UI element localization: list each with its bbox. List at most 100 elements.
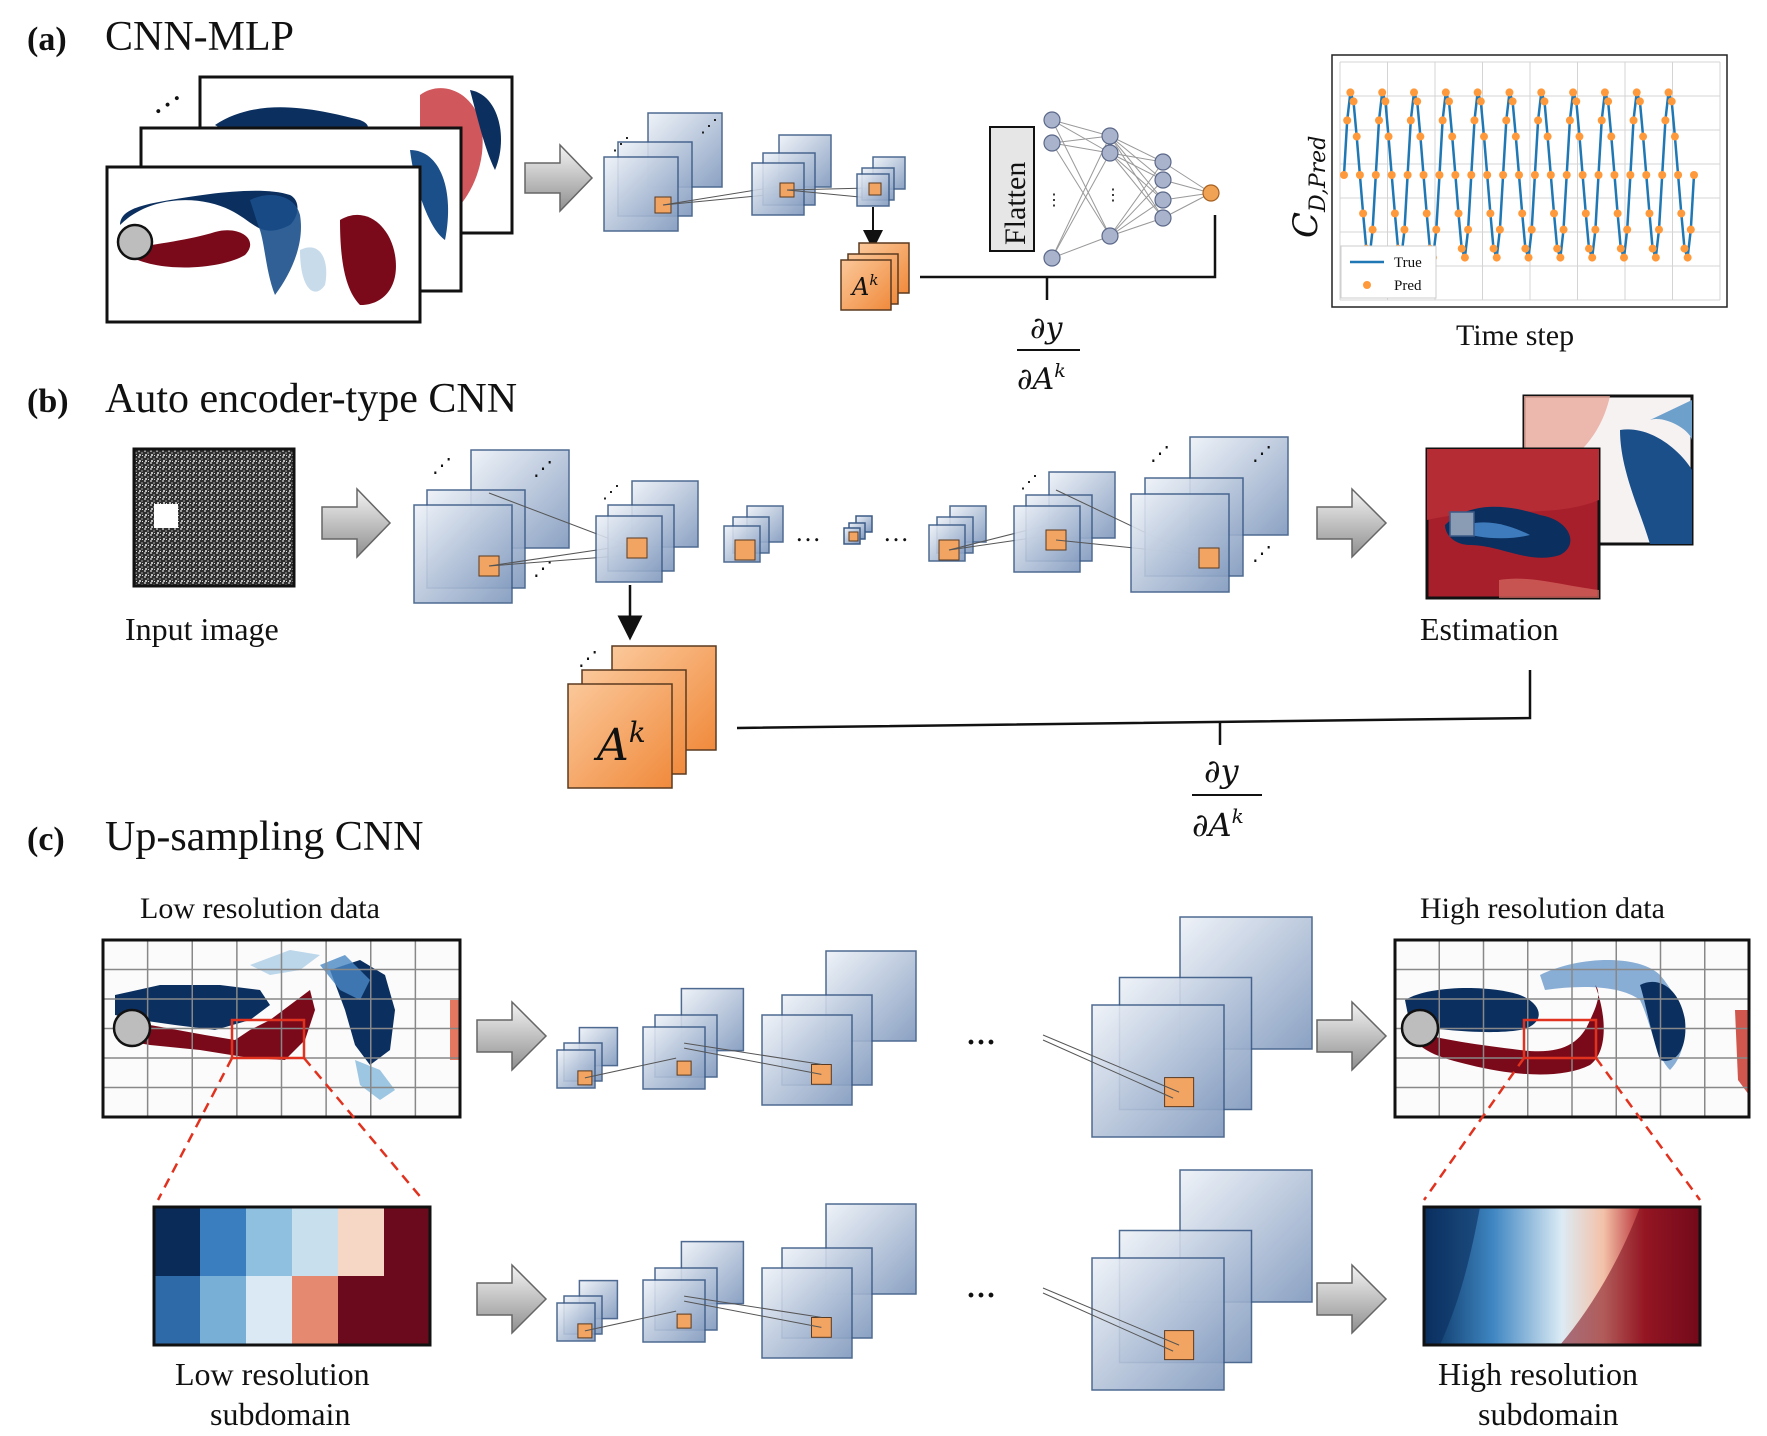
pred-point [1384, 132, 1393, 141]
pred-point [1553, 244, 1562, 253]
pred-point [1371, 171, 1380, 179]
pred-point [1594, 171, 1603, 179]
panel-c-tag: (c) [27, 821, 65, 858]
pred-point [1375, 116, 1383, 125]
pred-point [1483, 171, 1492, 179]
pred-point [1534, 116, 1543, 125]
mlp-network [1051, 119, 1212, 259]
pred-point [1355, 171, 1364, 179]
pred-point [1572, 97, 1581, 106]
pred-point [1623, 225, 1632, 234]
pred-point [1521, 244, 1530, 253]
pred-point [1400, 225, 1409, 234]
flow-arrow-c4 [1316, 1263, 1388, 1335]
pred-point [1677, 209, 1686, 218]
high-res-field [1393, 938, 1751, 1119]
pred-point [1613, 209, 1622, 218]
receptive-patch [676, 1060, 692, 1076]
pred-point [1686, 225, 1695, 234]
pred-point [1340, 171, 1348, 179]
pred-point [1674, 171, 1683, 179]
gradient-fraction-a: ∂y ∂Ak [1017, 311, 1080, 397]
svg-text:···: ··· [143, 80, 192, 130]
flow-snapshot-front [105, 165, 422, 324]
pred-point [1413, 97, 1422, 106]
feature-map [642, 1279, 706, 1343]
pred-point [1460, 253, 1469, 262]
pred-point [1422, 209, 1431, 218]
pred-point [1524, 253, 1533, 262]
svg-text:⋰: ⋰ [602, 482, 620, 502]
gradient-bracket-b [736, 670, 1532, 730]
pred-point [1343, 116, 1352, 125]
estimation-label: Estimation [1420, 611, 1559, 647]
pred-point [1349, 97, 1358, 106]
pred-point [1620, 253, 1628, 262]
pred-point [1441, 88, 1450, 97]
pred-point [1489, 244, 1498, 253]
low-res-data-label: Low resolution data [140, 892, 380, 925]
pred-point [1632, 88, 1641, 97]
pred-point [1359, 209, 1368, 218]
pred-point [1670, 132, 1679, 141]
pred-point [1451, 171, 1460, 179]
feature-map [761, 1014, 853, 1106]
gradient-fraction-b: ∂y ∂Ak [1192, 752, 1262, 844]
pred-point [1419, 171, 1428, 179]
pred-point [1639, 132, 1648, 141]
subdomain-cell [338, 1207, 384, 1276]
pred-point [1664, 88, 1673, 97]
high-res-subdomain-label-1: High resolution [1438, 1356, 1638, 1392]
pred-point [1591, 225, 1600, 234]
input-image-label: Input image [125, 611, 279, 647]
pred-point [1629, 116, 1638, 125]
pred-point [1518, 209, 1527, 218]
chart-legend: True Pred [1340, 245, 1437, 299]
gradient-bracket-a [920, 215, 1217, 279]
pred-point [1626, 171, 1635, 179]
upsampling-layers-row-2 [556, 1169, 1313, 1391]
pred-point [1559, 225, 1568, 234]
svg-text:Ak: Ak [593, 716, 646, 771]
upsampling-layers-row-1 [556, 916, 1313, 1138]
pred-point [1540, 97, 1549, 106]
low-res-subdomain [152, 1205, 432, 1347]
flow-arrow-b2 [1316, 487, 1388, 559]
feature-map [1091, 1004, 1225, 1138]
svg-text:∂y: ∂y [1204, 752, 1240, 790]
pred-point [1432, 225, 1441, 234]
estimation-output [1425, 394, 1694, 600]
pred-point [1565, 116, 1574, 125]
pred-point [1616, 244, 1625, 253]
feature-map [556, 1049, 596, 1089]
pred-point [1470, 116, 1479, 125]
pred-point [1597, 116, 1606, 125]
pred-point [1610, 171, 1619, 179]
pred-point [1588, 253, 1597, 262]
svg-text:⋰: ⋰ [533, 458, 553, 480]
pred-point [1480, 132, 1488, 141]
svg-text:∂Ak: ∂Ak [1017, 360, 1066, 397]
chart-xlabel: Time step [1456, 319, 1574, 352]
activation-map-a: Ak [840, 242, 910, 311]
pred-point [1581, 209, 1590, 218]
panel-a-title: CNN-MLP [105, 14, 294, 60]
svg-text:⋰: ⋰ [1252, 543, 1272, 565]
svg-text:⋰: ⋰ [612, 134, 630, 154]
flatten-label: Flatten [999, 162, 1032, 245]
pred-point [1658, 171, 1667, 179]
pred-point [1690, 171, 1698, 179]
pred-point [1457, 244, 1466, 253]
pred-point [1352, 132, 1361, 141]
ellipsis-b2: … [883, 518, 909, 547]
drag-coefficient-chart: True Pred CD,Pred Time step [1286, 54, 1728, 352]
low-res-field [101, 938, 462, 1119]
pred-point [1600, 88, 1609, 97]
pred-point [1575, 132, 1584, 141]
pred-point [1661, 116, 1670, 125]
subdomain-cell [154, 1207, 200, 1276]
pred-point [1448, 132, 1457, 141]
high-res-data-label: High resolution data [1420, 892, 1665, 925]
receptive-patch [676, 1313, 692, 1329]
pred-point [1403, 171, 1412, 179]
